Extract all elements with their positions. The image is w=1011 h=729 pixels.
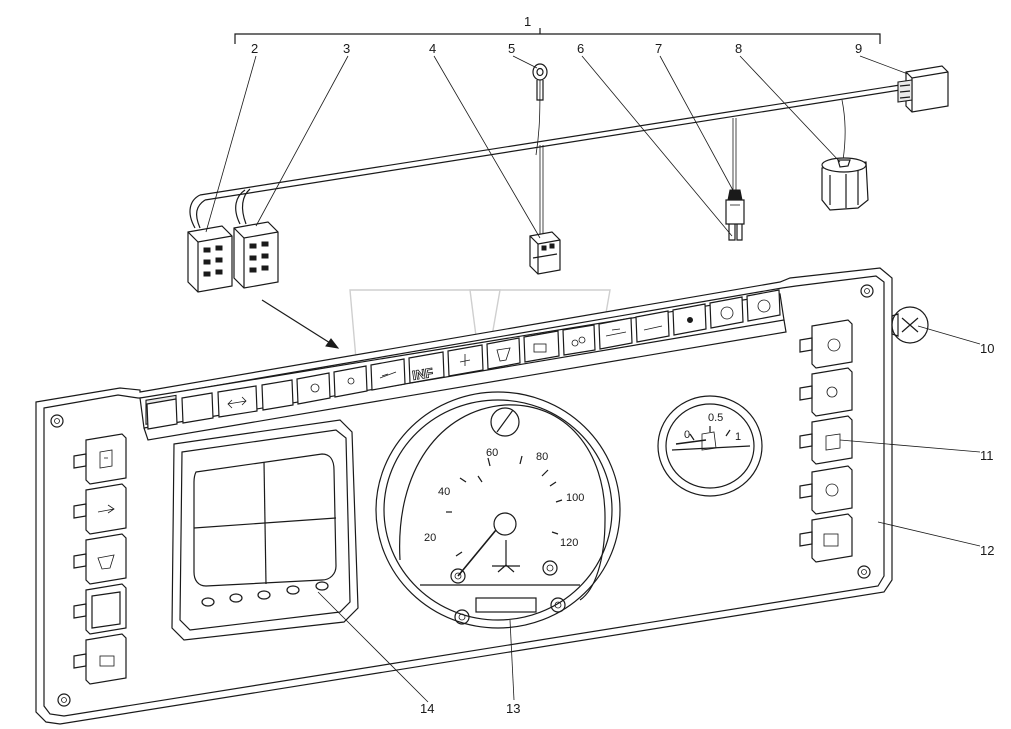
connector-8	[821, 157, 869, 211]
speed-label-20: 20	[424, 532, 436, 544]
fuel-label-one: 1	[735, 431, 741, 443]
callout-10: 10	[980, 341, 994, 356]
harness-to-panel-arrow	[261, 299, 340, 349]
callout-7: 7	[655, 41, 662, 56]
connector-3	[233, 221, 279, 289]
connector-2	[187, 225, 233, 293]
speedometer	[375, 391, 621, 629]
callout-5: 5	[508, 41, 515, 56]
top-switches	[146, 289, 781, 430]
ring-terminal-5	[532, 63, 548, 101]
callout-14: 14	[420, 701, 434, 716]
fuel-gauge	[657, 395, 763, 497]
speed-label-120: 120	[560, 537, 578, 549]
left-switch-column	[73, 433, 127, 685]
callout-12: 12	[980, 543, 994, 558]
relay-4	[529, 231, 561, 275]
callout-13: 13	[506, 701, 520, 716]
callout-8: 8	[735, 41, 742, 56]
callout-11: 11	[980, 448, 994, 463]
callout-1: 1	[524, 14, 531, 29]
info-switch-label: INF	[411, 365, 434, 383]
callout-9: 9	[855, 41, 862, 56]
callout-2: 2	[251, 41, 258, 56]
callout-6: 6	[577, 41, 584, 56]
speed-label-80: 80	[536, 451, 548, 463]
speed-label-60: 60	[486, 447, 498, 459]
right-switch-column	[799, 319, 853, 563]
callouts: 1 2 3 4 5 6 7 8 9 10 11 12 13 14	[251, 14, 994, 716]
callout-3: 3	[343, 41, 350, 56]
item-1-bracket	[234, 28, 881, 44]
wiring-harness	[189, 79, 901, 235]
display-module	[171, 419, 359, 641]
speed-label-100: 100	[566, 492, 584, 504]
speed-label-40: 40	[438, 486, 450, 498]
screw-10	[891, 306, 929, 344]
plug-6-7	[725, 189, 745, 241]
fuel-label-half: 0.5	[708, 412, 723, 424]
leader-lines	[205, 55, 981, 703]
speed-scale: 20 40 60 80 100 120	[424, 447, 584, 549]
callout-4: 4	[429, 41, 436, 56]
fuel-scale: 0 0.5 1	[684, 412, 741, 443]
fuel-label-zero: 0	[684, 429, 690, 441]
